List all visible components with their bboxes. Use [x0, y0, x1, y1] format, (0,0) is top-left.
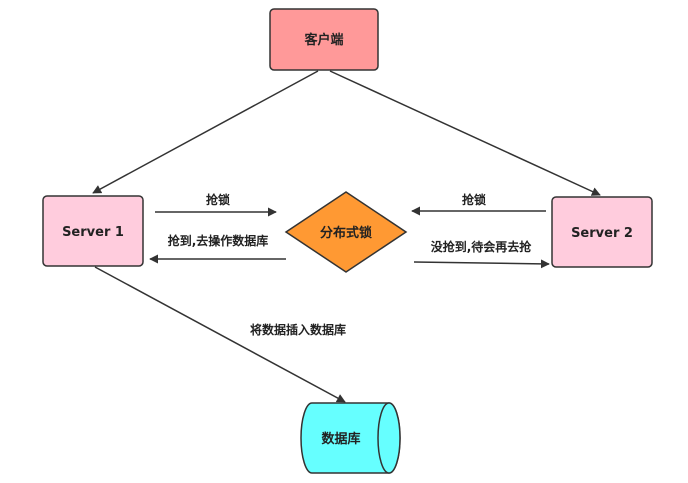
node-server1: Server 1	[42, 195, 144, 267]
edge-label-insert-database: 将数据插入数据库	[250, 322, 346, 337]
edge-label-server1-grab: 抢锁	[206, 192, 230, 207]
node-server2-box	[551, 196, 653, 268]
edge-label-server2-grab: 抢锁	[462, 192, 486, 207]
node-database-cylinder-end	[377, 402, 401, 474]
node-server1-label: Server 1	[62, 225, 124, 240]
node-client: 客户端	[269, 8, 379, 71]
node-server2: Server 2	[551, 196, 653, 268]
edge-client-to-server1	[92, 70, 319, 194]
node-lock: 分布式锁	[284, 191, 408, 273]
edge-label-server1-got-lock: 抢到,去操作数据库	[168, 233, 269, 248]
edge-lock-to-server2	[413, 259, 550, 269]
node-lock-label: 分布式锁	[320, 225, 372, 241]
node-client-box	[269, 8, 379, 71]
edge-client-to-server2	[329, 70, 601, 196]
node-database: 数据库	[300, 402, 401, 474]
node-client-label: 客户端	[304, 32, 343, 48]
node-server1-box	[42, 195, 144, 267]
edge-label-server2-not-got: 没抢到,待会再去抢	[431, 239, 533, 254]
node-server2-label: Server 2	[571, 226, 633, 241]
edge-server1-to-database	[94, 266, 346, 403]
node-lock-diamond	[284, 191, 408, 273]
node-database-label: 数据库	[321, 431, 360, 447]
